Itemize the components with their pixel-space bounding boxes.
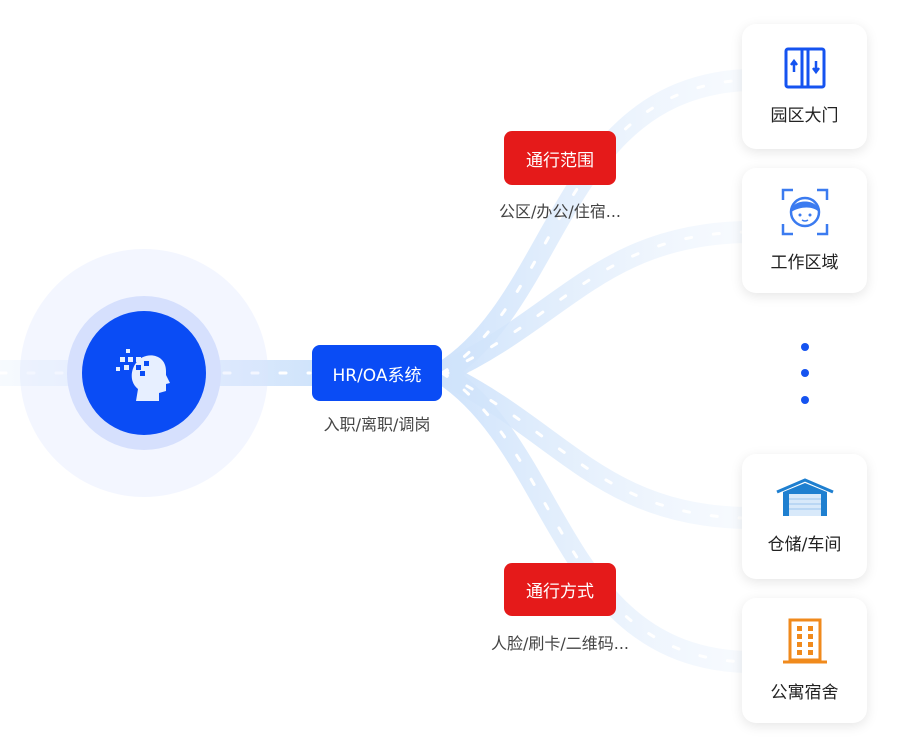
card-label: 仓储/车间 <box>767 535 842 555</box>
card-work-area[interactable]: 工作区域 <box>742 168 867 293</box>
hr-oa-system-node[interactable]: HR/OA系统 <box>312 345 442 401</box>
access-scope-subtitle: 公区/办公/住宿... <box>498 202 622 221</box>
hub-subtitle: 入职/离职/调岗 <box>323 415 431 434</box>
building-icon <box>782 618 827 664</box>
card-label: 公寓宿舍 <box>770 683 839 703</box>
access-method-subtitle: 人脸/刷卡/二维码... <box>490 634 630 653</box>
card-label: 园区大门 <box>770 106 839 126</box>
more-dot <box>801 396 809 404</box>
gate-icon <box>784 47 825 89</box>
more-dot <box>801 343 809 351</box>
card-label: 工作区域 <box>770 253 839 273</box>
more-dot <box>801 369 809 377</box>
tag-access-method[interactable]: 通行方式 <box>504 563 616 616</box>
tag-access-scope[interactable]: 通行范围 <box>504 131 616 185</box>
face-scan-icon <box>781 188 828 236</box>
card-apartment[interactable]: 公寓宿舍 <box>742 598 867 723</box>
center-node[interactable] <box>82 311 206 435</box>
card-park-gate[interactable]: 园区大门 <box>742 24 867 149</box>
card-warehouse[interactable]: 仓储/车间 <box>742 454 867 579</box>
warehouse-icon <box>775 478 834 516</box>
brain-head-icon <box>116 349 170 401</box>
